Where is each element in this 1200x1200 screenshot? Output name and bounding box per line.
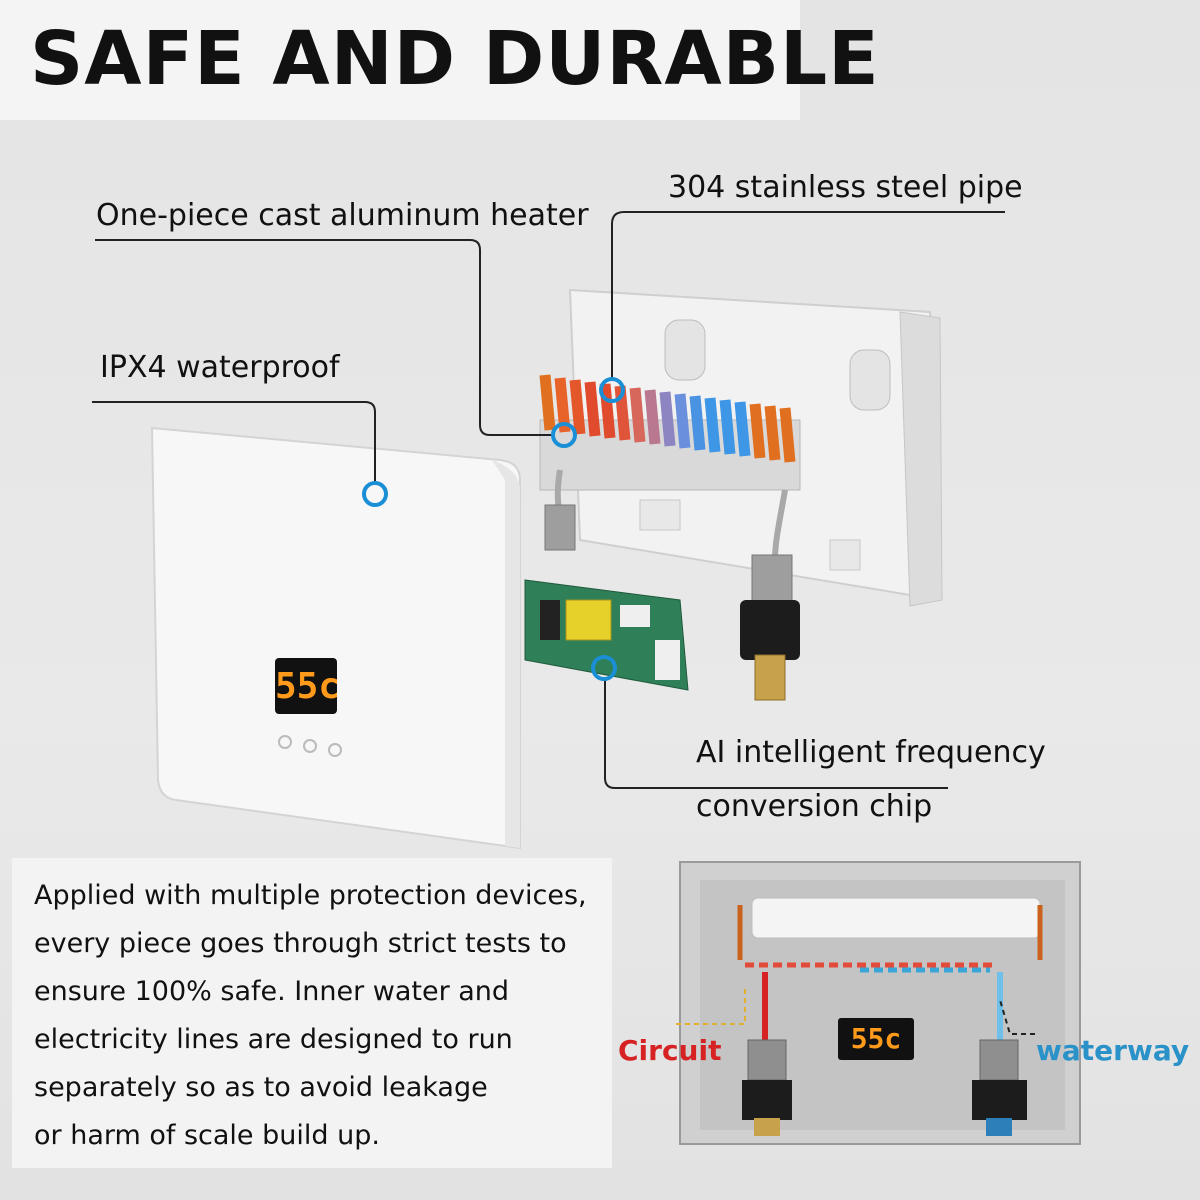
description-line: electricity lines are designed to run bbox=[34, 1024, 513, 1055]
description-line: separately so as to avoid leakage bbox=[34, 1072, 488, 1103]
page-title: SAFE AND DURABLE bbox=[30, 16, 880, 102]
inset-temperature-display: 55c bbox=[850, 1022, 902, 1055]
description-line: or harm of scale build up. bbox=[34, 1120, 380, 1151]
callout-waterproof: IPX4 waterproof bbox=[100, 350, 340, 385]
pipe-fittings bbox=[544, 469, 800, 701]
front-cover bbox=[150, 426, 521, 850]
callout-chip-line2: conversion chip bbox=[696, 789, 933, 824]
title-band bbox=[0, 0, 800, 120]
callout-markers bbox=[362, 377, 625, 681]
control-circuit-board bbox=[524, 579, 689, 691]
callout-stainless-pipe: 304 stainless steel pipe bbox=[668, 170, 1023, 205]
description-line: ensure 100% safe. Inner water and bbox=[34, 976, 510, 1007]
callout-cast-heater: One-piece cast aluminum heater bbox=[96, 198, 589, 233]
temperature-display: 55c bbox=[275, 666, 341, 707]
description-line: Applied with multiple protection devices… bbox=[34, 880, 587, 911]
description-text: Applied with multiple protection devices… bbox=[34, 872, 614, 1160]
description-panel bbox=[12, 858, 612, 1168]
waterway-label: waterway bbox=[1036, 1034, 1190, 1067]
circuit-label: Circuit bbox=[618, 1034, 722, 1067]
callout-leader-lines bbox=[92, 211, 1005, 789]
description-line: every piece goes through strict tests to bbox=[34, 928, 567, 959]
callout-chip-line1: AI intelligent frequency bbox=[696, 735, 1046, 770]
